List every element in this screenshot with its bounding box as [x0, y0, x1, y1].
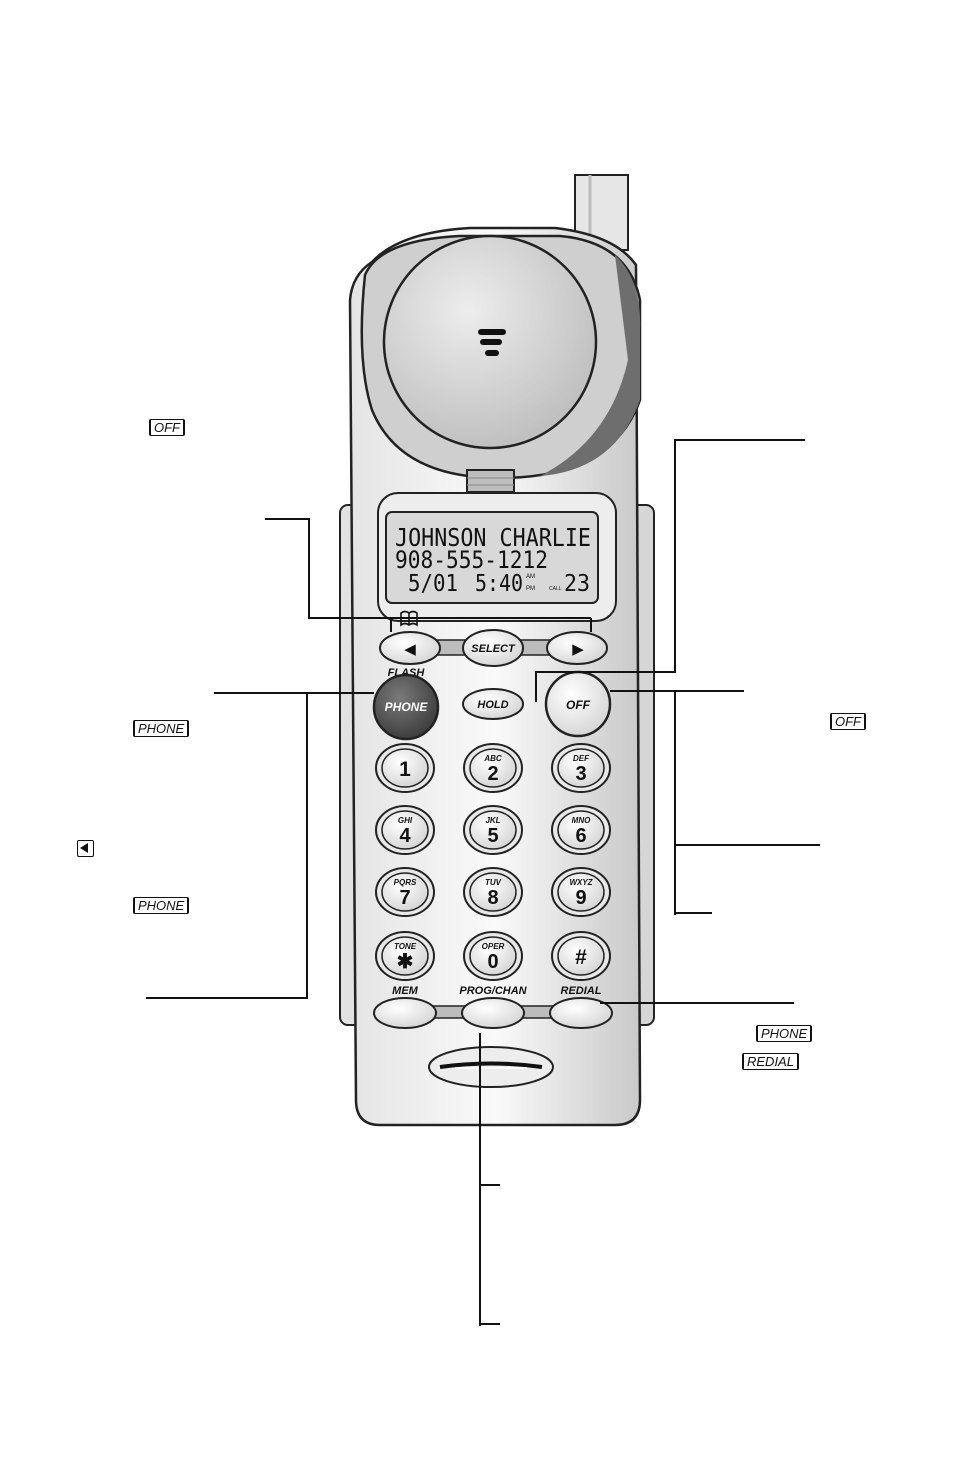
keypad-key-digit: 9: [575, 887, 586, 909]
keypad-key-cap: [381, 936, 429, 976]
callout-lines: [146, 439, 820, 1326]
microphone-icon: [428, 1046, 554, 1088]
hold-label: HOLD: [477, 699, 508, 711]
keypad-key-digit: 7: [399, 887, 410, 909]
keypad-key-digit: #: [575, 946, 587, 969]
keypad-key-cap: [557, 936, 605, 976]
keypad-key-digit: 5: [487, 825, 498, 847]
keypad-key-cap: [469, 748, 517, 788]
keypad-key-letters: GHI: [398, 816, 413, 825]
keypad-key-letters: MNO: [572, 816, 591, 825]
keypad-key-letters: ABC: [483, 754, 502, 763]
keypad-key-digit: 1: [399, 758, 411, 781]
keypad-key-letters: OPER: [482, 942, 505, 951]
mem-button[interactable]: [373, 997, 437, 1029]
lcd-call-count: 23: [564, 571, 590, 597]
off-key-tag: OFF: [830, 713, 866, 730]
keypad-key-cap: [557, 810, 605, 850]
keypad-key-letters: TUV: [485, 878, 502, 887]
left-arrow-button[interactable]: [379, 631, 441, 665]
lcd-call-label: CALL: [549, 586, 562, 592]
callout-phone-long: [146, 693, 308, 999]
keypad-key-cap: [557, 748, 605, 788]
keypad-key-digit: 3: [575, 763, 586, 785]
lcd-date: 5/01: [408, 571, 458, 597]
lcd-line-number: 908-555-1212: [395, 546, 548, 574]
keypad-key-digit: 6: [575, 825, 586, 847]
left-arrow-key-tag: [77, 840, 94, 857]
keypad-key-letters: JKL: [485, 816, 500, 825]
callout-nav-keys: [265, 518, 391, 619]
phone-key-tag: PHONE: [133, 720, 190, 737]
keypad-key-cap: [469, 872, 517, 912]
keypad-key-digit: 2: [487, 763, 498, 785]
right-arrow-icon: ▶: [572, 641, 584, 658]
left-arrow-icon: ◀: [404, 641, 416, 658]
keypad-key-cap: [469, 936, 517, 976]
keypad-key-cap: [381, 748, 429, 788]
keypad-key-digit: 0: [487, 951, 498, 973]
callout-hold: [535, 439, 805, 702]
left-arrow-icon: [80, 843, 88, 853]
earpiece-shadow: [540, 255, 641, 476]
right-arrow-button[interactable]: [546, 631, 608, 665]
hold-button[interactable]: [462, 688, 524, 720]
phone-key-tag: PHONE: [133, 897, 190, 914]
keypad-key-letters: DEF: [573, 754, 590, 763]
lcd-am: AM: [526, 574, 535, 580]
redial-key-tag: REDIAL: [742, 1053, 799, 1070]
phone-button[interactable]: [372, 673, 440, 741]
mem-label: MEM: [392, 985, 419, 997]
lcd-line-name: JOHNSON CHARLIE: [395, 523, 591, 552]
keypad-key[interactable]: #: [551, 931, 611, 981]
prog-chan-label: PROG/CHAN: [459, 985, 527, 997]
off-key-tag: OFF: [149, 419, 185, 436]
keypad-key-digit: 8: [487, 887, 498, 909]
phone-key-tag: PHONE: [756, 1025, 813, 1042]
lcd-screen: [385, 511, 599, 604]
select-label: SELECT: [471, 643, 516, 655]
earpiece-icon: [478, 329, 506, 356]
prog-chan-button[interactable]: [461, 997, 525, 1029]
keypad-key-cap: [557, 872, 605, 912]
redial-button[interactable]: [549, 997, 613, 1029]
keypad-key-digit: ✱: [397, 951, 414, 973]
lcd-pm: PM: [526, 586, 535, 592]
hinge-tab: [466, 469, 515, 493]
off-label: OFF: [566, 698, 591, 712]
keypad-key-digit: 4: [399, 825, 411, 847]
keypad-key[interactable]: 1: [375, 743, 435, 793]
keypad-key-letters: WXYZ: [569, 878, 593, 887]
phone-label: PHONE: [385, 700, 429, 714]
keypad-key-cap: [381, 810, 429, 850]
redial-label: REDIAL: [561, 985, 602, 997]
keypad-key-letters: PQRS: [394, 878, 417, 887]
keypad-key[interactable]: TONE✱: [375, 931, 435, 981]
lcd-time: 5:40: [475, 571, 523, 597]
keypad-key-cap: [381, 872, 429, 912]
keypad-key-cap: [469, 810, 517, 850]
keypad-key-letters: TONE: [394, 942, 417, 951]
select-button[interactable]: [462, 629, 524, 667]
